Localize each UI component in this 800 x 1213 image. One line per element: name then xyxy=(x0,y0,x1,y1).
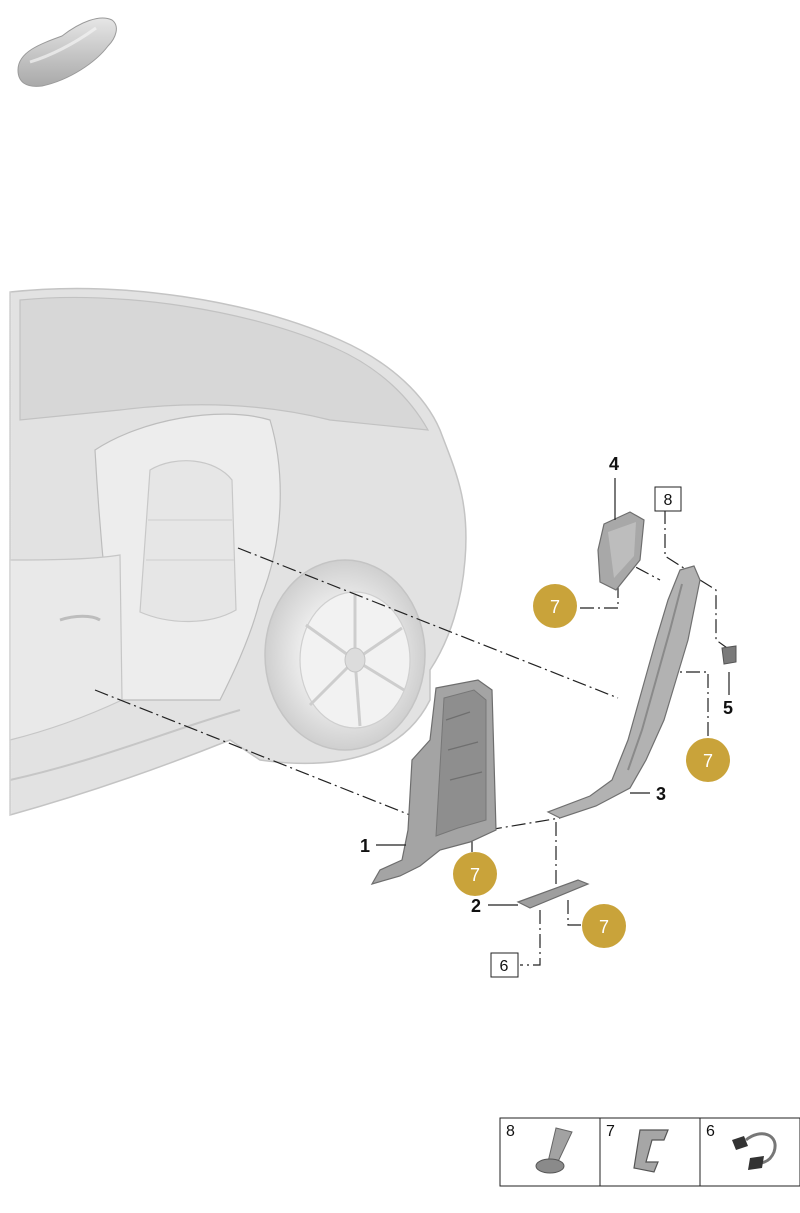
svg-text:8: 8 xyxy=(664,492,673,509)
part-2-sill-strip[interactable] xyxy=(516,879,590,909)
part-5-clip[interactable] xyxy=(721,645,737,665)
legend-cell-7[interactable]: 7 xyxy=(606,1123,669,1173)
callout-7-a: 7 xyxy=(533,584,577,628)
twin-clip-icon xyxy=(732,1132,777,1170)
ref-box-8: 8 xyxy=(654,486,682,512)
svg-text:7: 7 xyxy=(703,751,713,771)
car-silhouette-icon[interactable] xyxy=(17,17,117,87)
vehicle-body-illustration xyxy=(0,270,467,830)
svg-text:8: 8 xyxy=(506,1123,515,1140)
label-part-5: 5 xyxy=(723,698,733,718)
svg-text:6: 6 xyxy=(706,1123,715,1140)
part-3-pillar-sill-trim[interactable] xyxy=(546,565,701,819)
label-part-4: 4 xyxy=(609,454,619,474)
callout-7-c: 7 xyxy=(453,852,497,896)
svg-text:7: 7 xyxy=(550,597,560,617)
label-part-2: 2 xyxy=(471,896,481,916)
svg-text:7: 7 xyxy=(470,865,480,885)
ref-box-6: 6 xyxy=(490,952,519,978)
legend-cell-8[interactable]: 8 xyxy=(506,1123,573,1174)
mushroom-pin-icon xyxy=(535,1127,573,1174)
legend-cell-6[interactable]: 6 xyxy=(706,1123,777,1170)
spring-clip-icon xyxy=(633,1129,669,1173)
svg-text:6: 6 xyxy=(500,958,509,975)
fastener-legend: 8 7 6 xyxy=(499,1117,800,1187)
label-part-1: 1 xyxy=(360,836,370,856)
part-1-pillar-trim[interactable] xyxy=(370,679,497,885)
svg-text:7: 7 xyxy=(599,917,609,937)
callout-7-b: 7 xyxy=(686,738,730,782)
label-part-3: 3 xyxy=(656,784,666,804)
callout-7-d: 7 xyxy=(582,904,626,948)
svg-text:7: 7 xyxy=(606,1123,615,1140)
part-4-upper-cover[interactable] xyxy=(597,511,645,591)
